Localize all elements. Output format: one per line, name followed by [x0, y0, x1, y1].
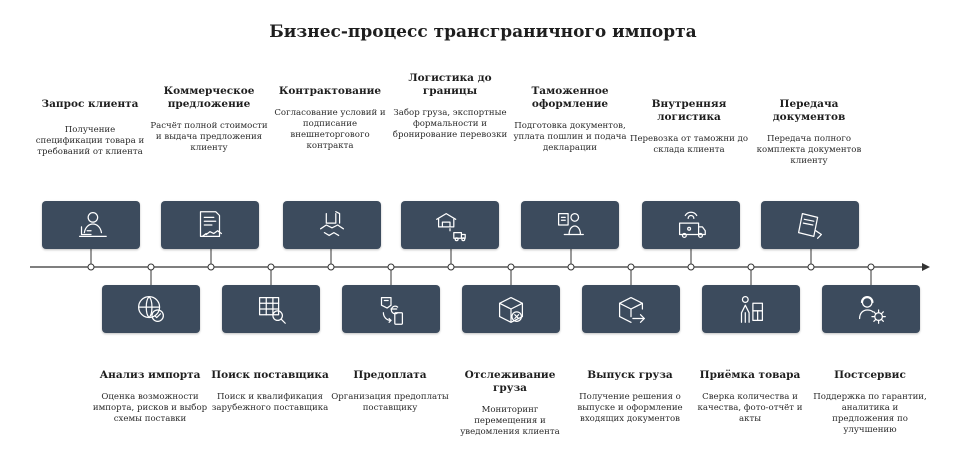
step-title: Поиск поставщика: [211, 369, 329, 381]
timeline-marker: [687, 263, 695, 271]
timeline-marker: [447, 263, 455, 271]
step-description: Согласование условий и подписание внешне…: [274, 108, 386, 151]
box-release-icon: [582, 285, 680, 333]
timeline-marker: [747, 263, 755, 271]
timeline-marker: [627, 263, 635, 271]
step-client-request: Запрос клиента Получение спецификации то…: [30, 98, 150, 158]
step-title: Выпуск груза: [587, 369, 673, 381]
step-contracting: Контрактование Согласование условий и по…: [270, 85, 390, 152]
step-cargo-tracking: Отслеживание груза Мониторинг перемещени…: [450, 369, 570, 438]
timeline-marker: [507, 263, 515, 271]
step-title: Предоплата: [353, 369, 427, 381]
step-logistics-border: Логистика до границы Забор груза, экспор…: [390, 72, 510, 141]
step-title: Постсервис: [834, 369, 906, 381]
worker-boxes-icon: [702, 285, 800, 333]
step-description: Получение решения о выпуске и оформление…: [577, 392, 683, 424]
step-description: Организация предоплаты поставщику: [331, 392, 449, 413]
step-description: Поиск и квалификация зарубежного поставщ…: [211, 392, 329, 413]
step-description: Мониторинг перемещения и уведомления кли…: [460, 405, 560, 437]
step-commercial-offer: Коммерческое предложение Расчёт полной с…: [149, 85, 269, 154]
timeline-marker: [807, 263, 815, 271]
step-internal-logistics: Внутренняя логистика Перевозка от таможн…: [629, 98, 749, 156]
client-request-icon: [42, 201, 140, 249]
step-title: Анализ импорта: [99, 369, 201, 381]
box-location-icon: [462, 285, 560, 333]
step-description: Передача полного комплекта документов кл…: [756, 134, 862, 166]
timeline-marker: [147, 263, 155, 271]
step-prepayment: Предоплата Организация предоплаты постав…: [330, 369, 450, 414]
timeline-marker: [567, 263, 575, 271]
step-description: Перевозка от таможни до склада клиента: [629, 134, 749, 155]
step-customs-clearance: Таможенное оформление Подготовка докумен…: [510, 85, 630, 154]
timeline-marker: [387, 263, 395, 271]
customs-officer-icon: [521, 201, 619, 249]
step-title: Приёмка товара: [699, 369, 801, 381]
step-supplier-search: Поиск поставщика Поиск и квалификация за…: [210, 369, 330, 414]
warehouse-truck-icon: [401, 201, 499, 249]
step-description: Сверка количества и качества, фото-отчёт…: [697, 392, 803, 424]
step-title: Логистика до границы: [408, 72, 492, 97]
step-description: Получение спецификации товара и требован…: [35, 125, 145, 157]
currency-exchange-icon: [342, 285, 440, 333]
document-handover-icon: [761, 201, 859, 249]
timeline-marker: [207, 263, 215, 271]
commercial-offer-icon: [161, 201, 259, 249]
step-description: Оценка возможности импорта, рисков и выб…: [92, 392, 208, 424]
step-cargo-release: Выпуск груза Получение решения о выпуске…: [570, 369, 690, 425]
timeline-arrow-icon: [922, 263, 930, 271]
step-document-transfer: Передача документов Передача полного ком…: [749, 98, 869, 167]
step-goods-acceptance: Приёмка товара Сверка количества и качес…: [690, 369, 810, 425]
contract-handshake-icon: [283, 201, 381, 249]
step-description: Поддержка по гарантии, аналитика и предл…: [813, 392, 927, 435]
page-title: Бизнес-процесс трансграничного импорта: [269, 22, 697, 42]
timeline-marker: [87, 263, 95, 271]
globe-check-icon: [102, 285, 200, 333]
timeline-marker: [867, 263, 875, 271]
step-import-analysis: Анализ импорта Оценка возможности импорт…: [90, 369, 210, 425]
step-title: Коммерческое предложение: [163, 85, 255, 110]
step-description: Забор груза, экспортные формальности и б…: [392, 108, 508, 140]
step-title: Таможенное оформление: [531, 85, 609, 110]
step-title: Внутренняя логистика: [651, 98, 727, 123]
step-description: Расчёт полной стоимости и выдача предлож…: [150, 121, 268, 153]
step-title: Запрос клиента: [41, 98, 139, 110]
step-postservice: Постсервис Поддержка по гарантии, аналит…: [810, 369, 930, 436]
timeline-marker: [267, 263, 275, 271]
step-title: Контрактование: [278, 85, 382, 97]
delivery-van-icon: [642, 201, 740, 249]
step-description: Подготовка документов, уплата пошлин и п…: [513, 121, 627, 153]
step-title: Отслеживание груза: [464, 369, 556, 394]
table-search-icon: [222, 285, 320, 333]
step-title: Передача документов: [772, 98, 846, 123]
support-gear-icon: [822, 285, 920, 333]
timeline-marker: [327, 263, 335, 271]
